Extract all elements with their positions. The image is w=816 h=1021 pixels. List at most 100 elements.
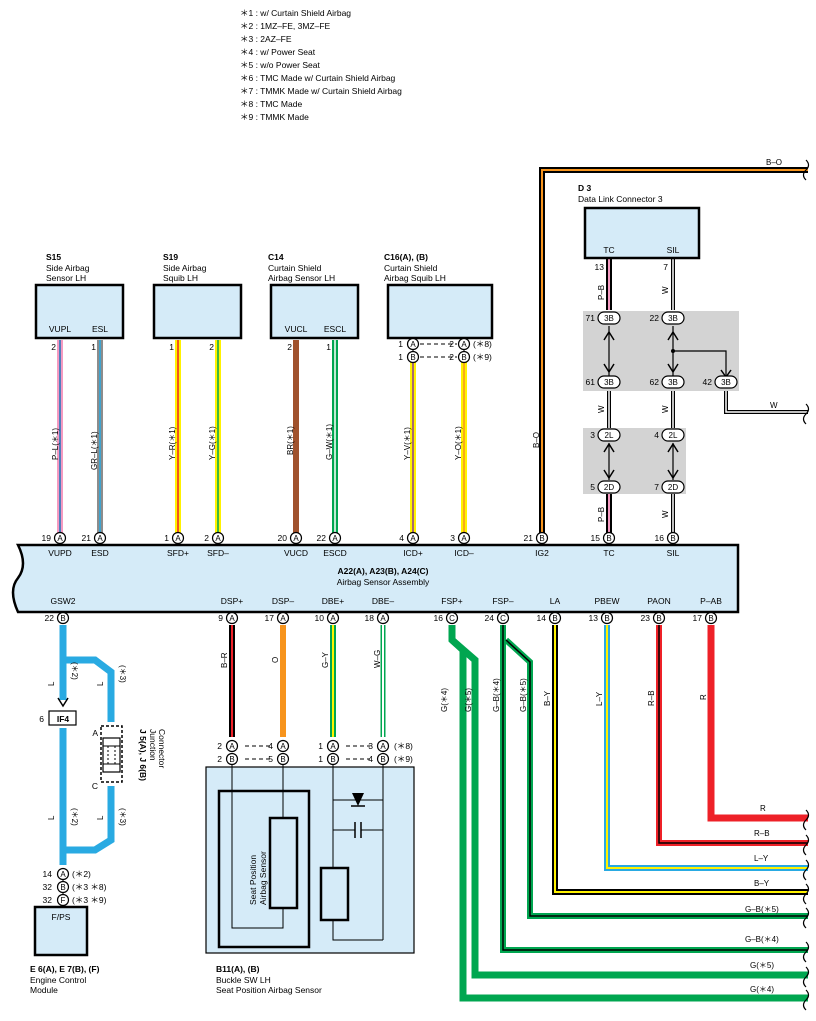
c16-tag-9: (＊9) xyxy=(473,352,492,362)
svg-text:1: 1 xyxy=(398,352,403,362)
s19-name-2: Squib LH xyxy=(163,273,198,283)
asm-top-pin: TC xyxy=(603,548,614,558)
note-5: ＊5 : w/o Power Seat xyxy=(240,60,320,70)
svg-text:B: B xyxy=(229,755,234,764)
s15-pin-vupl: VUPL xyxy=(49,324,71,334)
b11-conn-a-2: A xyxy=(326,739,340,753)
svg-text:A: A xyxy=(461,340,467,349)
asm-bot-num: 17 xyxy=(693,613,703,623)
asm-top-conn-escd: A xyxy=(328,531,342,545)
svg-text:Y–V(＊1): Y–V(＊1) xyxy=(403,427,412,460)
asm-bot-pin: PBEW xyxy=(594,596,619,606)
svg-text:2: 2 xyxy=(449,339,454,349)
asm-bot-num: 14 xyxy=(537,613,547,623)
svg-text:1: 1 xyxy=(398,339,403,349)
asm-bot-num: 24 xyxy=(485,613,495,623)
svg-text:G–Y: G–Y xyxy=(321,651,330,668)
svg-text:62: 62 xyxy=(650,377,660,387)
component-s19: S19 Side Airbag Squib LH 1 2 xyxy=(152,252,243,352)
b11-conn-a-0: A xyxy=(225,739,239,753)
c16-tag-8: (＊8) xyxy=(473,339,492,349)
b11-conn-b-0: B xyxy=(225,752,239,766)
component-c16: C16(A), (B) Curtain Shield Airbag Squib … xyxy=(384,252,494,362)
svg-text:4: 4 xyxy=(268,741,273,751)
svg-text:G(＊4): G(＊4) xyxy=(750,985,774,994)
splice-2l-4: 2L4 xyxy=(654,428,685,442)
svg-text:A: A xyxy=(92,728,98,738)
svg-text:W: W xyxy=(770,401,778,410)
svg-text:B: B xyxy=(708,614,713,623)
component-ecm: F/PS 14 32 32 (＊2) (＊3 ＊8) (＊3 ＊9) E 6(A… xyxy=(30,869,107,995)
svg-text:3: 3 xyxy=(590,430,595,440)
ecm-box-label: F/PS xyxy=(52,912,71,922)
b11-inner-2: Airbag Sensor xyxy=(258,851,268,905)
asm-bot-conn-dbe+: A xyxy=(326,611,340,625)
c16-name-1: Curtain Shield xyxy=(384,263,438,273)
svg-text:3B: 3B xyxy=(604,314,614,323)
ecm-conn-a: A xyxy=(56,867,70,881)
svg-text:32: 32 xyxy=(43,895,53,905)
svg-text:2: 2 xyxy=(287,342,292,352)
wire-labels: P–L(＊1) GR–L(＊1) Y–R(＊1) Y–G(＊1) BR(＊1) … xyxy=(47,158,782,994)
svg-text:P–B: P–B xyxy=(597,507,606,522)
svg-text:A: A xyxy=(410,340,416,349)
svg-text:W: W xyxy=(661,405,670,413)
c14-code: C14 xyxy=(268,252,284,262)
asm-top-num: 4 xyxy=(399,533,404,543)
ecm-tag-1: (＊2) xyxy=(72,869,91,879)
splice-2d-7: 2D7 xyxy=(654,480,685,494)
b11-conn-a-3: A xyxy=(376,739,390,753)
svg-text:5: 5 xyxy=(590,482,595,492)
jc-name-1: Junction xyxy=(148,729,158,761)
c14-pin-vucl: VUCL xyxy=(285,324,308,334)
svg-text:L–Y: L–Y xyxy=(754,854,769,863)
ecm-conn-b: B xyxy=(56,880,70,894)
asm-top-num: 20 xyxy=(278,533,288,543)
svg-text:G–B(＊5): G–B(＊5) xyxy=(519,678,528,712)
svg-text:A: A xyxy=(380,614,386,623)
c16-conn-b1: B xyxy=(406,350,420,364)
svg-text:G–B(＊5): G–B(＊5) xyxy=(745,905,779,914)
svg-text:G–W(＊1): G–W(＊1) xyxy=(325,424,334,460)
asm-top-num: 3 xyxy=(450,533,455,543)
asm-bot-pin: GSW2 xyxy=(50,596,75,606)
asm-bot-conn-p–ab: B xyxy=(704,611,718,625)
d3-name: Data Link Connector 3 xyxy=(578,194,663,204)
bottom-wires xyxy=(57,625,808,1002)
svg-text:3B: 3B xyxy=(604,378,614,387)
svg-text:A: A xyxy=(60,870,66,879)
svg-text:4: 4 xyxy=(368,754,373,764)
svg-text:A: A xyxy=(330,614,336,623)
svg-text:B: B xyxy=(656,614,661,623)
asm-top-conn-icd–: A xyxy=(457,531,471,545)
svg-text:BR(＊1): BR(＊1) xyxy=(286,426,295,455)
asm-bot-pin: P–AB xyxy=(700,596,722,606)
svg-text:P–L(＊1): P–L(＊1) xyxy=(51,428,60,460)
svg-text:G(＊5): G(＊5) xyxy=(464,688,473,712)
svg-text:7: 7 xyxy=(663,262,668,272)
note-4: ＊4 : w/ Power Seat xyxy=(240,47,316,57)
svg-text:4: 4 xyxy=(654,430,659,440)
svg-text:B: B xyxy=(552,614,557,623)
svg-text:L: L xyxy=(47,681,56,686)
asm-top-pin: SFD+ xyxy=(167,548,189,558)
c14-name-2: Airbag Sensor LH xyxy=(268,273,335,283)
asm-bot-conn-pbew: B xyxy=(600,611,614,625)
asm-top-pin: ICD– xyxy=(454,548,474,558)
svg-text:A: A xyxy=(330,742,336,751)
svg-text:A: A xyxy=(175,534,181,543)
asm-top-pin: SIL xyxy=(667,548,680,558)
s15-pin-esl: ESL xyxy=(92,324,108,334)
asm-bot-num: 10 xyxy=(315,613,325,623)
asm-top-num: 21 xyxy=(82,533,92,543)
svg-text:(＊8): (＊8) xyxy=(394,741,413,751)
svg-text:W: W xyxy=(661,286,670,294)
svg-text:R: R xyxy=(699,694,708,700)
asm-bot-conn-gsw2: B xyxy=(56,611,70,625)
asm-bot-conn-paon: B xyxy=(652,611,666,625)
svg-text:2: 2 xyxy=(217,741,222,751)
svg-text:L: L xyxy=(96,815,105,820)
asm-bot-num: 23 xyxy=(641,613,651,623)
svg-text:(＊2): (＊2) xyxy=(70,808,79,826)
